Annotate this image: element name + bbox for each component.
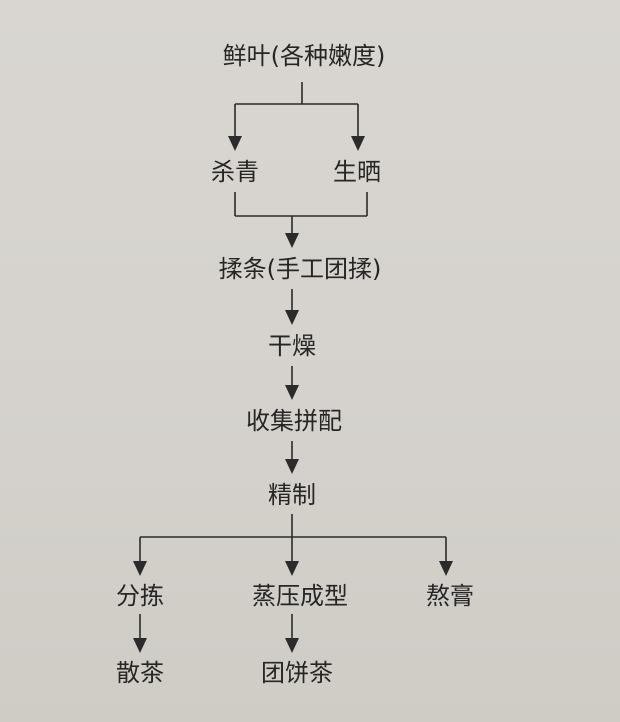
arrow-head — [133, 561, 147, 576]
arrow-head — [285, 233, 299, 248]
arrow-head — [228, 136, 242, 151]
arrow-head — [285, 310, 299, 325]
arrow-head — [285, 385, 299, 400]
node-drying: 干燥 — [268, 332, 316, 360]
arrow-head — [285, 638, 299, 653]
node-sun-dry: 生晒 — [333, 158, 381, 186]
arrow-head — [439, 561, 453, 576]
arrow-head — [351, 136, 365, 151]
node-refine: 精制 — [268, 481, 316, 509]
arrow-head — [133, 638, 147, 653]
arrow-head — [285, 459, 299, 474]
arrow-head — [285, 561, 299, 576]
node-collect-blend: 收集拼配 — [246, 407, 342, 435]
node-boil-paste: 熬膏 — [426, 582, 474, 610]
node-sorting: 分拣 — [116, 582, 164, 610]
node-steam-press: 蒸压成型 — [252, 582, 348, 610]
node-kill-green: 杀青 — [211, 158, 259, 186]
node-cake-tea: 团饼茶 — [261, 659, 333, 687]
node-rolling: 揉条(手工团揉) — [218, 255, 382, 283]
node-loose-tea: 散茶 — [116, 659, 164, 687]
node-fresh-leaf: 鲜叶(各种嫩度) — [222, 42, 386, 70]
